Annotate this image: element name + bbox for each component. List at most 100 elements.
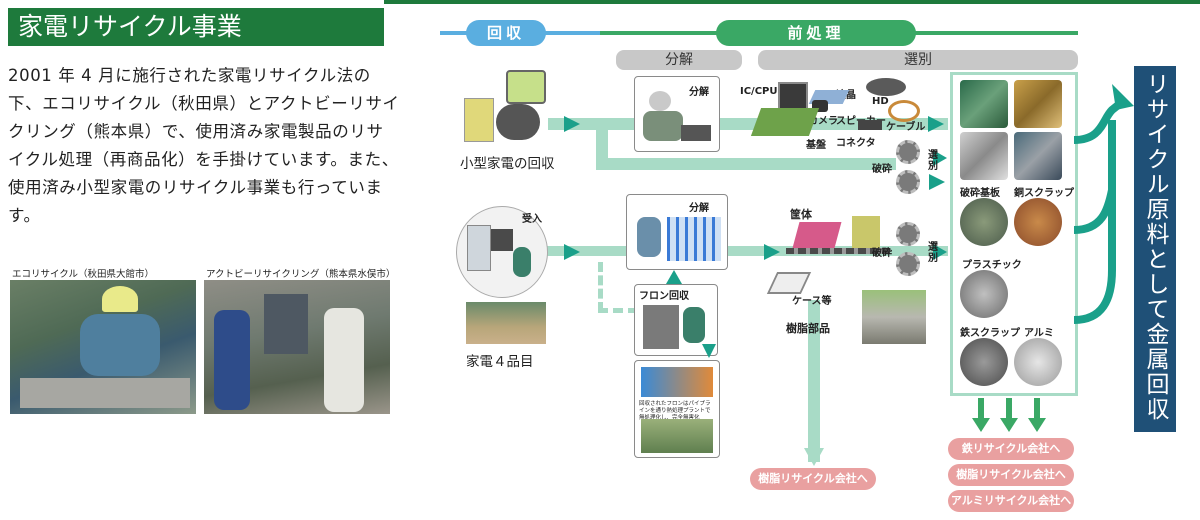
curved-arrows-to-final-icon <box>1073 84 1134 324</box>
resin-case-icon <box>766 272 812 294</box>
aluminum-sample <box>1014 338 1062 386</box>
worker-freon-icon <box>683 307 705 343</box>
freon-note-panel: 回収されたフロンはパイプラインを通り熱処理プラントで無処理化し、完全無害化 <box>634 360 720 458</box>
arrow-large-in-icon <box>564 244 580 260</box>
arrow-small-out-icon <box>928 116 944 132</box>
receive-illustration <box>456 206 548 298</box>
photo-eco-recycle <box>10 280 196 414</box>
copper-scrap-sample <box>1014 198 1062 246</box>
arrow-down-freon-icon <box>702 344 716 358</box>
worker-right-icon <box>324 308 364 412</box>
worker-disassembly-icon <box>637 217 661 257</box>
device-parts-icon <box>681 125 711 141</box>
part-camera-label: カメラ <box>808 116 838 127</box>
destination-aluminum: アルミリサイクル会社へ <box>948 490 1074 512</box>
destination-iron: 鉄リサイクル会社へ <box>948 438 1074 460</box>
flow-large-main <box>546 246 948 256</box>
case-label: ケース等 <box>792 296 832 307</box>
freon-machine-icon <box>643 305 679 349</box>
part-cable-label: ケーブル <box>886 122 926 133</box>
aluminum-label: アルミ <box>1024 328 1054 339</box>
crushed-board-label: 破砕基板 <box>960 188 1000 199</box>
crusher-gear-1-icon <box>896 140 920 164</box>
robot-body-icon <box>496 104 540 140</box>
copper-scrap-label: 銅スクラップ <box>1014 188 1074 199</box>
large-sort-label: 選別 <box>928 242 938 264</box>
small-sort-label-1: 選別 <box>928 150 938 172</box>
chassis-block-pink-icon <box>792 222 842 248</box>
subheader-disassembly: 分解 <box>616 50 742 70</box>
header-rule <box>384 0 1200 4</box>
worker-icon <box>80 314 160 376</box>
arrows-down-destinations-icon <box>972 398 1046 432</box>
flow-small-branch <box>596 118 608 164</box>
connector-icon <box>858 120 882 130</box>
subheader-sorting: 選別 <box>758 50 1078 70</box>
arrow-crush3-icon <box>933 244 947 260</box>
plastic-label: プラスチック <box>962 260 1022 271</box>
large-disassembly-panel: 分解 <box>626 194 728 270</box>
iron-scrap-label: 鉄スクラップ <box>960 328 1020 339</box>
arrow-small-in-icon <box>564 116 580 132</box>
crusher-gear-3-icon <box>896 222 920 246</box>
arrow-crush1-icon <box>933 150 947 166</box>
metal-material-tile <box>960 132 1008 180</box>
plastic-sample <box>960 270 1008 318</box>
large-disassembly-label: 分解 <box>689 203 709 214</box>
photo-act-b-recycling <box>204 280 390 414</box>
freon-panel: フロン回収 <box>634 284 718 356</box>
part-connector-label: コネクタ <box>836 138 876 149</box>
circuit-board-icon <box>750 108 820 136</box>
final-metal-recovery-label: リサイクル原料として金属回収 <box>1142 72 1168 422</box>
workbench-icon <box>20 378 190 408</box>
crusher-gear-2-icon <box>896 170 920 194</box>
small-disassembly-label: 分解 <box>689 87 709 98</box>
gold-material-tile <box>1014 80 1062 128</box>
worker-body-icon <box>643 111 683 141</box>
fridge-icon <box>467 225 491 271</box>
plant-photo <box>641 419 713 453</box>
flow-small-bottom <box>596 158 896 170</box>
part-hd-label: HD <box>872 96 889 107</box>
hard-disk-icon <box>866 78 906 96</box>
cable-coil-icon <box>888 100 920 122</box>
final-metal-recovery-box: リサイクル原料として金属回収 <box>1134 66 1176 432</box>
receive-label: 受入 <box>522 214 542 225</box>
resin-parts-label: 樹脂部品 <box>786 322 830 335</box>
stage-preprocess: 前処理 <box>716 20 916 46</box>
destination-resin-bottom: 樹脂リサイクル会社へ <box>750 468 876 490</box>
worker-left-icon <box>214 310 250 410</box>
appliance-rack-icon <box>667 217 721 261</box>
arrow-resin-down-icon <box>804 448 824 466</box>
small-collection-caption: 小型家電の回収 <box>460 156 555 172</box>
mixed-material-tile <box>1014 132 1062 180</box>
large-crush-label: 破砕 <box>872 248 892 259</box>
flow-freon-dash <box>598 262 609 312</box>
title-bar <box>8 8 384 46</box>
part-board-label: 基盤 <box>806 140 826 151</box>
part-cpu-label: IC/CPU <box>740 86 778 97</box>
crusher-gear-4-icon <box>896 252 920 276</box>
arrow-large-mid-icon <box>764 244 780 260</box>
flow-resin-down <box>808 300 820 462</box>
pcb-material-tile-1 <box>960 80 1008 128</box>
worker-receive-icon <box>513 247 531 277</box>
intro-paragraph: 2001 年 4 月に施行された家電リサイクル法の下、エコリサイクル（秋田県）と… <box>8 66 400 225</box>
iron-scrap-sample <box>960 338 1008 386</box>
small-collection-illustration <box>456 68 552 148</box>
pc-monitor-icon <box>506 70 546 104</box>
arrow-crush2-icon <box>929 174 945 190</box>
freon-note-text: 回収されたフロンはパイプラインを通り熱処理プラントで無処理化し、完全無害化 <box>639 401 711 421</box>
flow-freon-dash-h <box>598 308 638 319</box>
stage-collect: 回収 <box>466 20 546 46</box>
conveyor-belt-icon <box>786 248 890 254</box>
small-disassembly-panel: 分解 <box>634 76 720 152</box>
machine-icon <box>264 294 308 354</box>
photo-caption-act-b-recycling: アクトビーリサイクリング（熊本県水俣市） <box>206 269 396 280</box>
collection-box-icon <box>464 98 494 142</box>
crushed-board-sample <box>960 198 1008 246</box>
freon-label: フロン回収 <box>639 291 689 302</box>
page-title: 家電リサイクル事業 <box>18 12 242 41</box>
hard-hat-icon <box>102 286 138 312</box>
chassis-label: 筐体 <box>790 208 812 221</box>
